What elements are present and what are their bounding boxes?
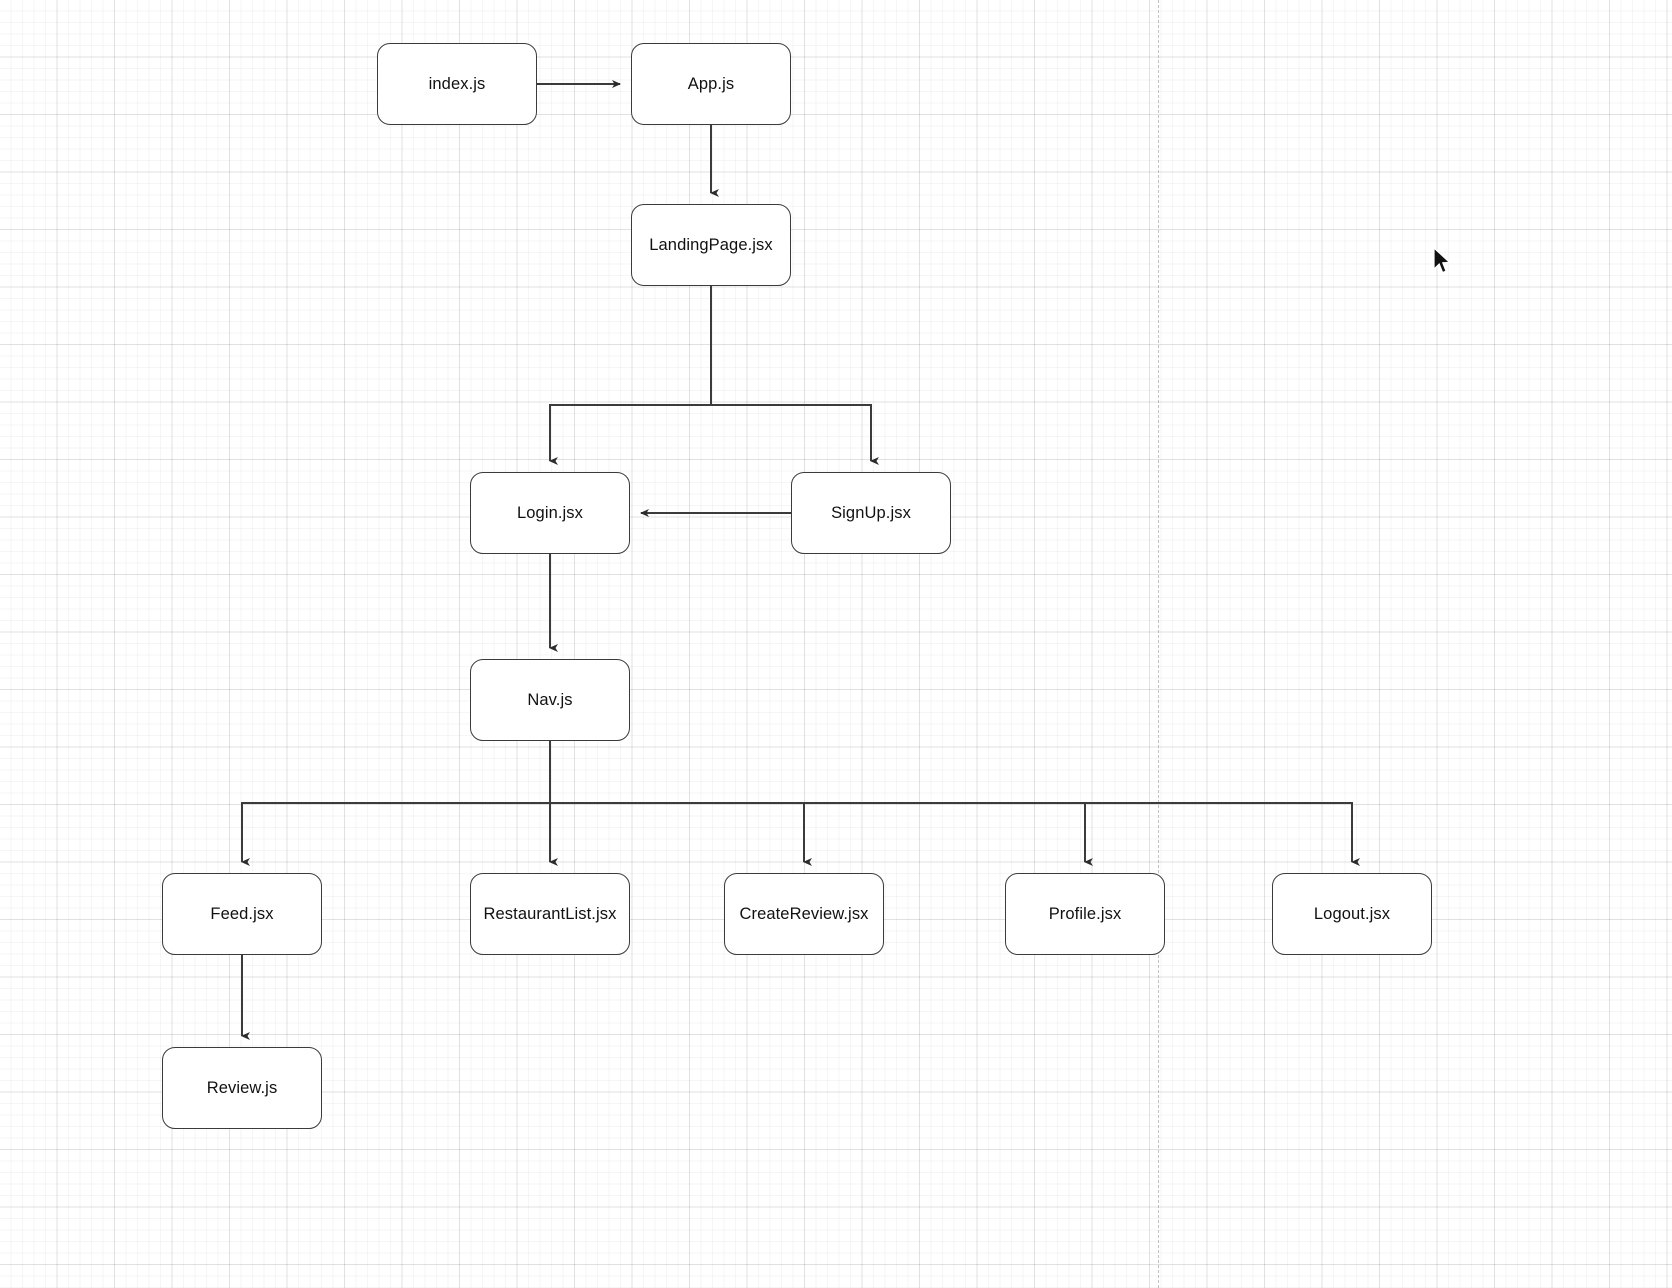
- node-label: Review.js: [206, 1078, 278, 1097]
- vertical-page-guide: [1158, 0, 1159, 1288]
- node-label: RestaurantList.jsx: [483, 904, 617, 923]
- edge-nav-to-logout: [1085, 802, 1360, 866]
- node-nav[interactable]: Nav.js: [470, 659, 630, 741]
- node-label: Logout.jsx: [1313, 904, 1391, 923]
- node-label: Profile.jsx: [1048, 904, 1122, 923]
- node-createreview[interactable]: CreateReview.jsx: [724, 873, 884, 955]
- node-label: Feed.jsx: [210, 904, 274, 923]
- node-label: SignUp.jsx: [831, 503, 911, 522]
- node-app[interactable]: App.js: [631, 43, 791, 125]
- node-label: LandingPage.jsx: [649, 235, 773, 254]
- mouse-cursor-icon: [1433, 247, 1452, 274]
- edge-nav-to-profile: [804, 802, 1093, 866]
- node-restaurantlist[interactable]: RestaurantList.jsx: [470, 873, 630, 955]
- node-label: Login.jsx: [516, 503, 584, 522]
- edge-nav-to-createreview: [550, 802, 812, 866]
- node-logout[interactable]: Logout.jsx: [1272, 873, 1432, 955]
- node-profile[interactable]: Profile.jsx: [1005, 873, 1165, 955]
- node-label: App.js: [687, 74, 735, 93]
- node-feed[interactable]: Feed.jsx: [162, 873, 322, 955]
- edge-landingpage-to-signup: [711, 404, 879, 465]
- node-label: Nav.js: [527, 690, 573, 709]
- node-login[interactable]: Login.jsx: [470, 472, 630, 554]
- node-landingpage[interactable]: LandingPage.jsx: [631, 204, 791, 286]
- node-label: CreateReview.jsx: [739, 904, 869, 923]
- node-signup[interactable]: SignUp.jsx: [791, 472, 951, 554]
- node-review[interactable]: Review.js: [162, 1047, 322, 1129]
- node-label: index.js: [428, 74, 486, 93]
- edge-landingpage-to-login: [549, 286, 712, 465]
- node-index[interactable]: index.js: [377, 43, 537, 125]
- edge-nav-to-feed: [241, 741, 551, 866]
